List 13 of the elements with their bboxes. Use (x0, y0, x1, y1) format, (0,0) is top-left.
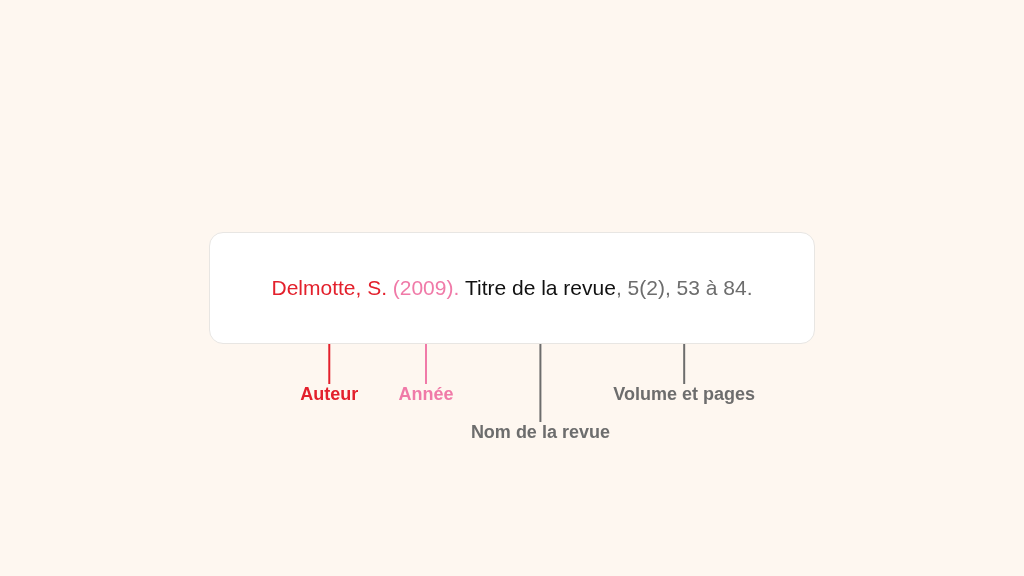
year-text: (2009). (392, 276, 460, 300)
leader-line (425, 343, 427, 385)
author-text: Delmotte, S. (271, 276, 388, 300)
annotation-label: Volume et pages (613, 384, 756, 404)
journal-title-text: Titre de la revue (464, 276, 616, 300)
citation-card (209, 232, 815, 344)
leader-line (328, 343, 331, 385)
annotation-label: Année (398, 384, 454, 404)
annotation-label: Auteur (300, 384, 359, 404)
leader-line (539, 343, 542, 423)
annotation-label: Nom de la revue (470, 422, 610, 442)
volume-pages-text: , 5(2), 53 à 84. (615, 276, 753, 300)
leader-line (683, 343, 686, 385)
